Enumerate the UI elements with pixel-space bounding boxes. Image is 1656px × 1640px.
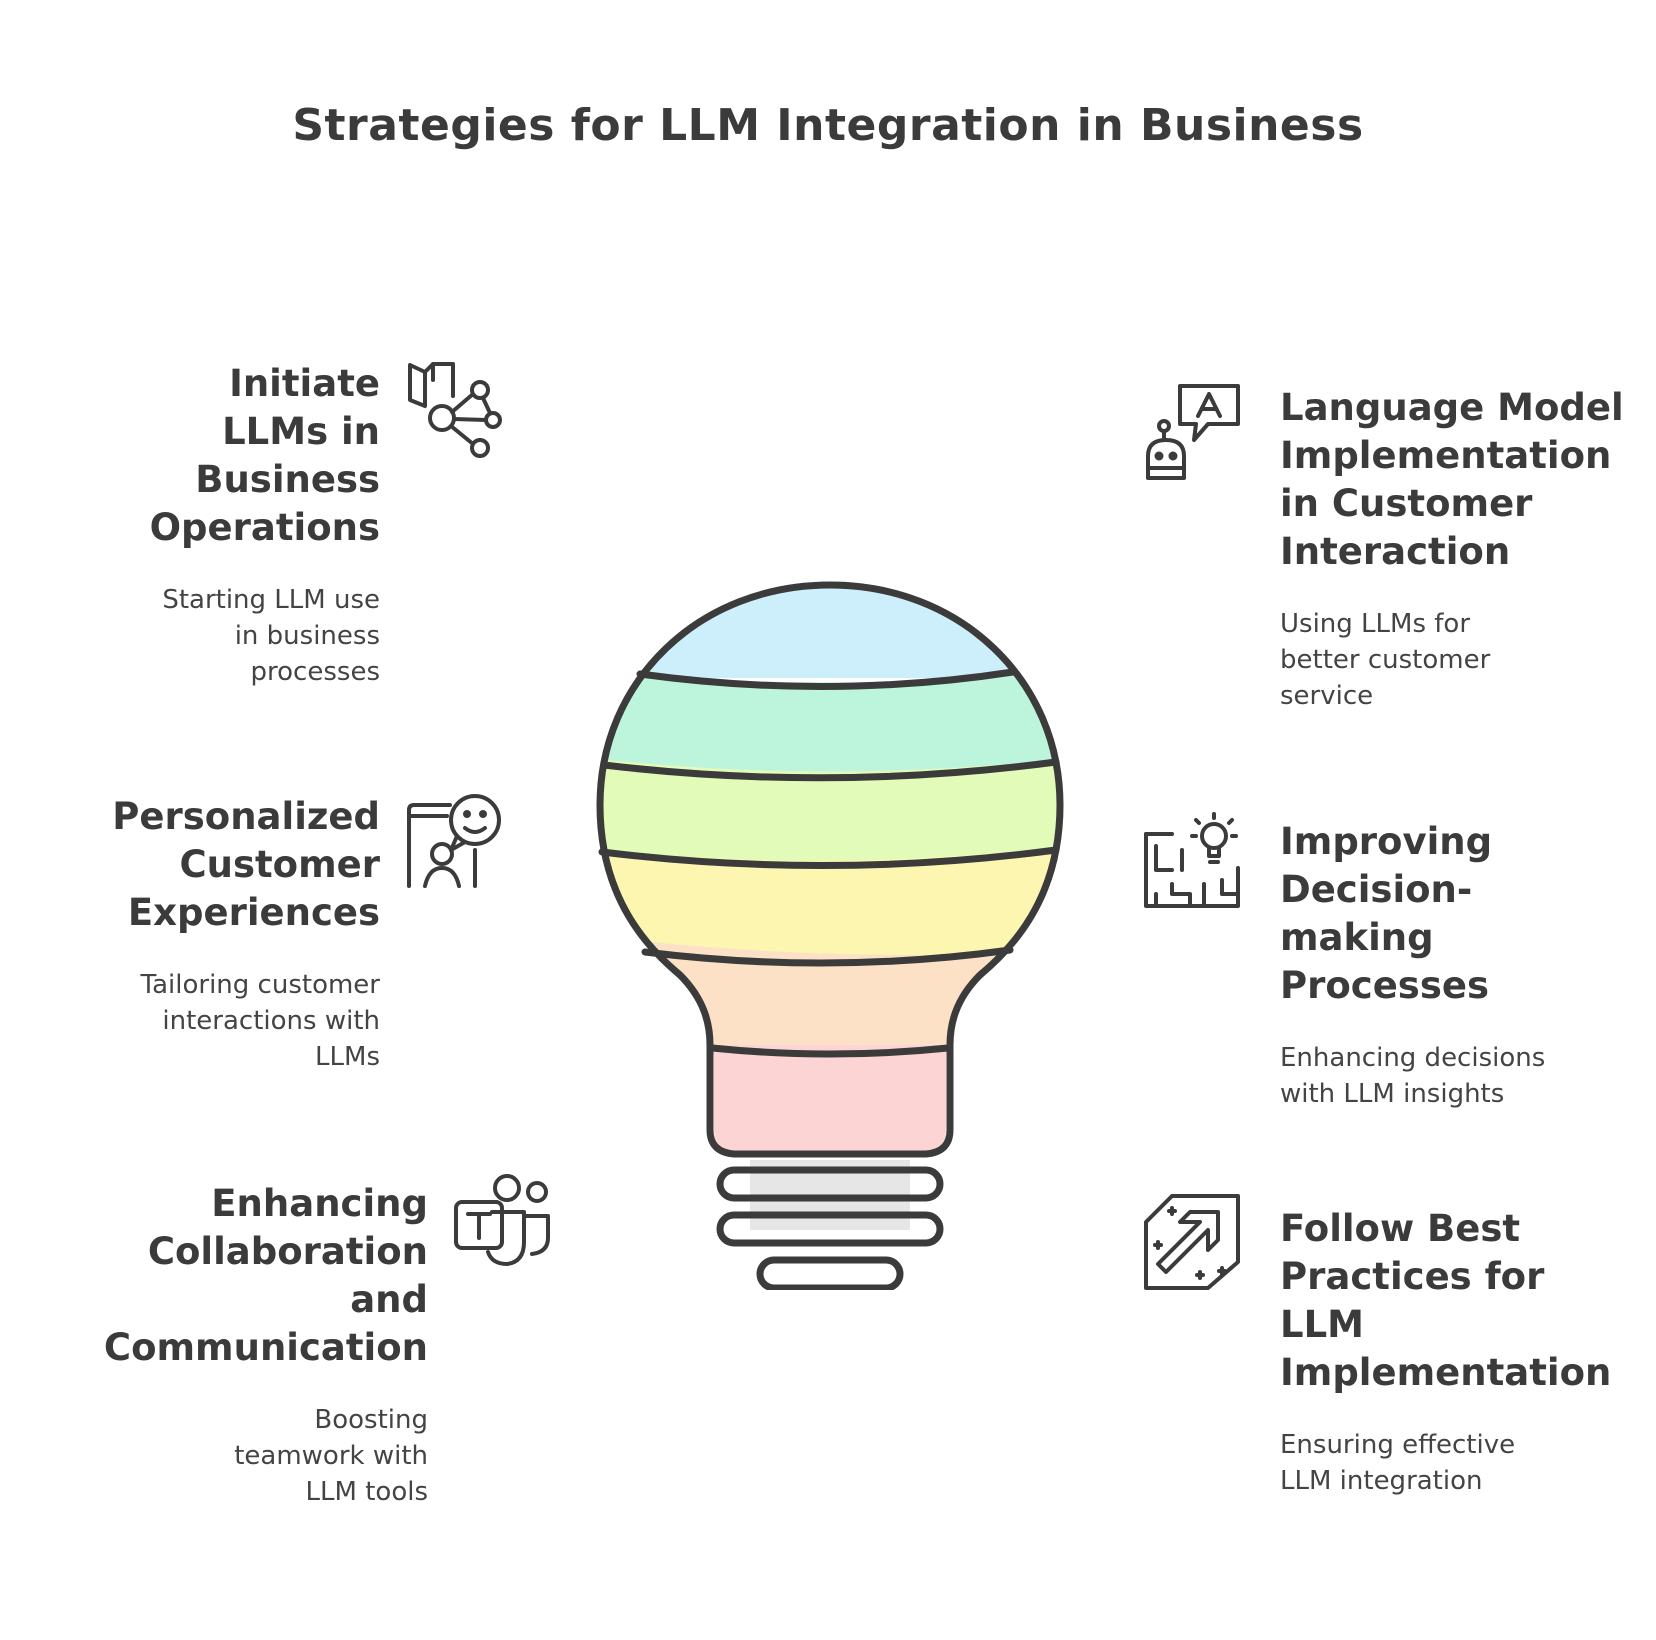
item-heading: Enhancing Collaboration and Communicatio… <box>103 1182 428 1369</box>
item-decision-making: Improving Decision-making Processes Enha… <box>1280 818 1580 1112</box>
lightbulb-diagram <box>590 570 1070 1294</box>
item-description: Tailoring customer interactions with LLM… <box>140 970 380 1072</box>
customer-chat-smile-icon <box>405 790 505 890</box>
band-divider <box>708 1044 952 1058</box>
lightbulb-maze-icon <box>1142 810 1242 910</box>
robot-speech-icon <box>1142 382 1242 482</box>
item-heading: Follow Best Practices for LLM Implementa… <box>1280 1207 1612 1394</box>
teams-icon <box>452 1172 552 1272</box>
item-description: Using LLMs for better customer service <box>1280 609 1491 711</box>
bulb-base-ring <box>716 1166 944 1202</box>
bulb-band-6 <box>714 1045 946 1152</box>
band-divider <box>636 668 1017 690</box>
bulb-outline <box>596 581 1064 1158</box>
bulb-band-3 <box>600 758 1060 866</box>
item-description: Boosting teamwork with LLM tools <box>234 1405 428 1507</box>
band-divider <box>600 758 1060 782</box>
bulb-base-ring <box>716 1211 944 1247</box>
diagram-title: Strategies for LLM Integration in Busine… <box>292 100 1364 151</box>
item-heading: Improving Decision-making Processes <box>1280 820 1493 1007</box>
item-personalized-experiences: Personalized Customer Experiences Tailor… <box>100 793 380 1075</box>
item-language-model: Language Model Implementation in Custome… <box>1280 384 1650 714</box>
book-network-icon <box>405 360 505 460</box>
item-description: Ensuring effective LLM integration <box>1280 1430 1516 1496</box>
band-divider <box>641 946 1014 967</box>
item-heading: Initiate LLMs in Business Operations <box>149 362 380 549</box>
bulb-band-4 <box>600 845 1060 961</box>
item-heading: Language Model Implementation in Custome… <box>1280 386 1624 573</box>
arrow-sign-icon <box>1142 1192 1242 1292</box>
bulb-base-ring <box>756 1256 904 1292</box>
item-enhancing-collaboration: Enhancing Collaboration and Communicatio… <box>100 1180 428 1510</box>
band-divider <box>598 846 1060 869</box>
item-description: Enhancing decisions with LLM insights <box>1280 1043 1546 1109</box>
item-description: Starting LLM use in business processes <box>162 585 380 687</box>
item-heading: Personalized Customer Experiences <box>112 795 380 934</box>
item-best-practices: Follow Best Practices for LLM Implementa… <box>1280 1205 1620 1499</box>
bulb-band-2 <box>600 670 1060 775</box>
item-initiate-llms: Initiate LLMs in Business Operations Sta… <box>130 360 380 690</box>
